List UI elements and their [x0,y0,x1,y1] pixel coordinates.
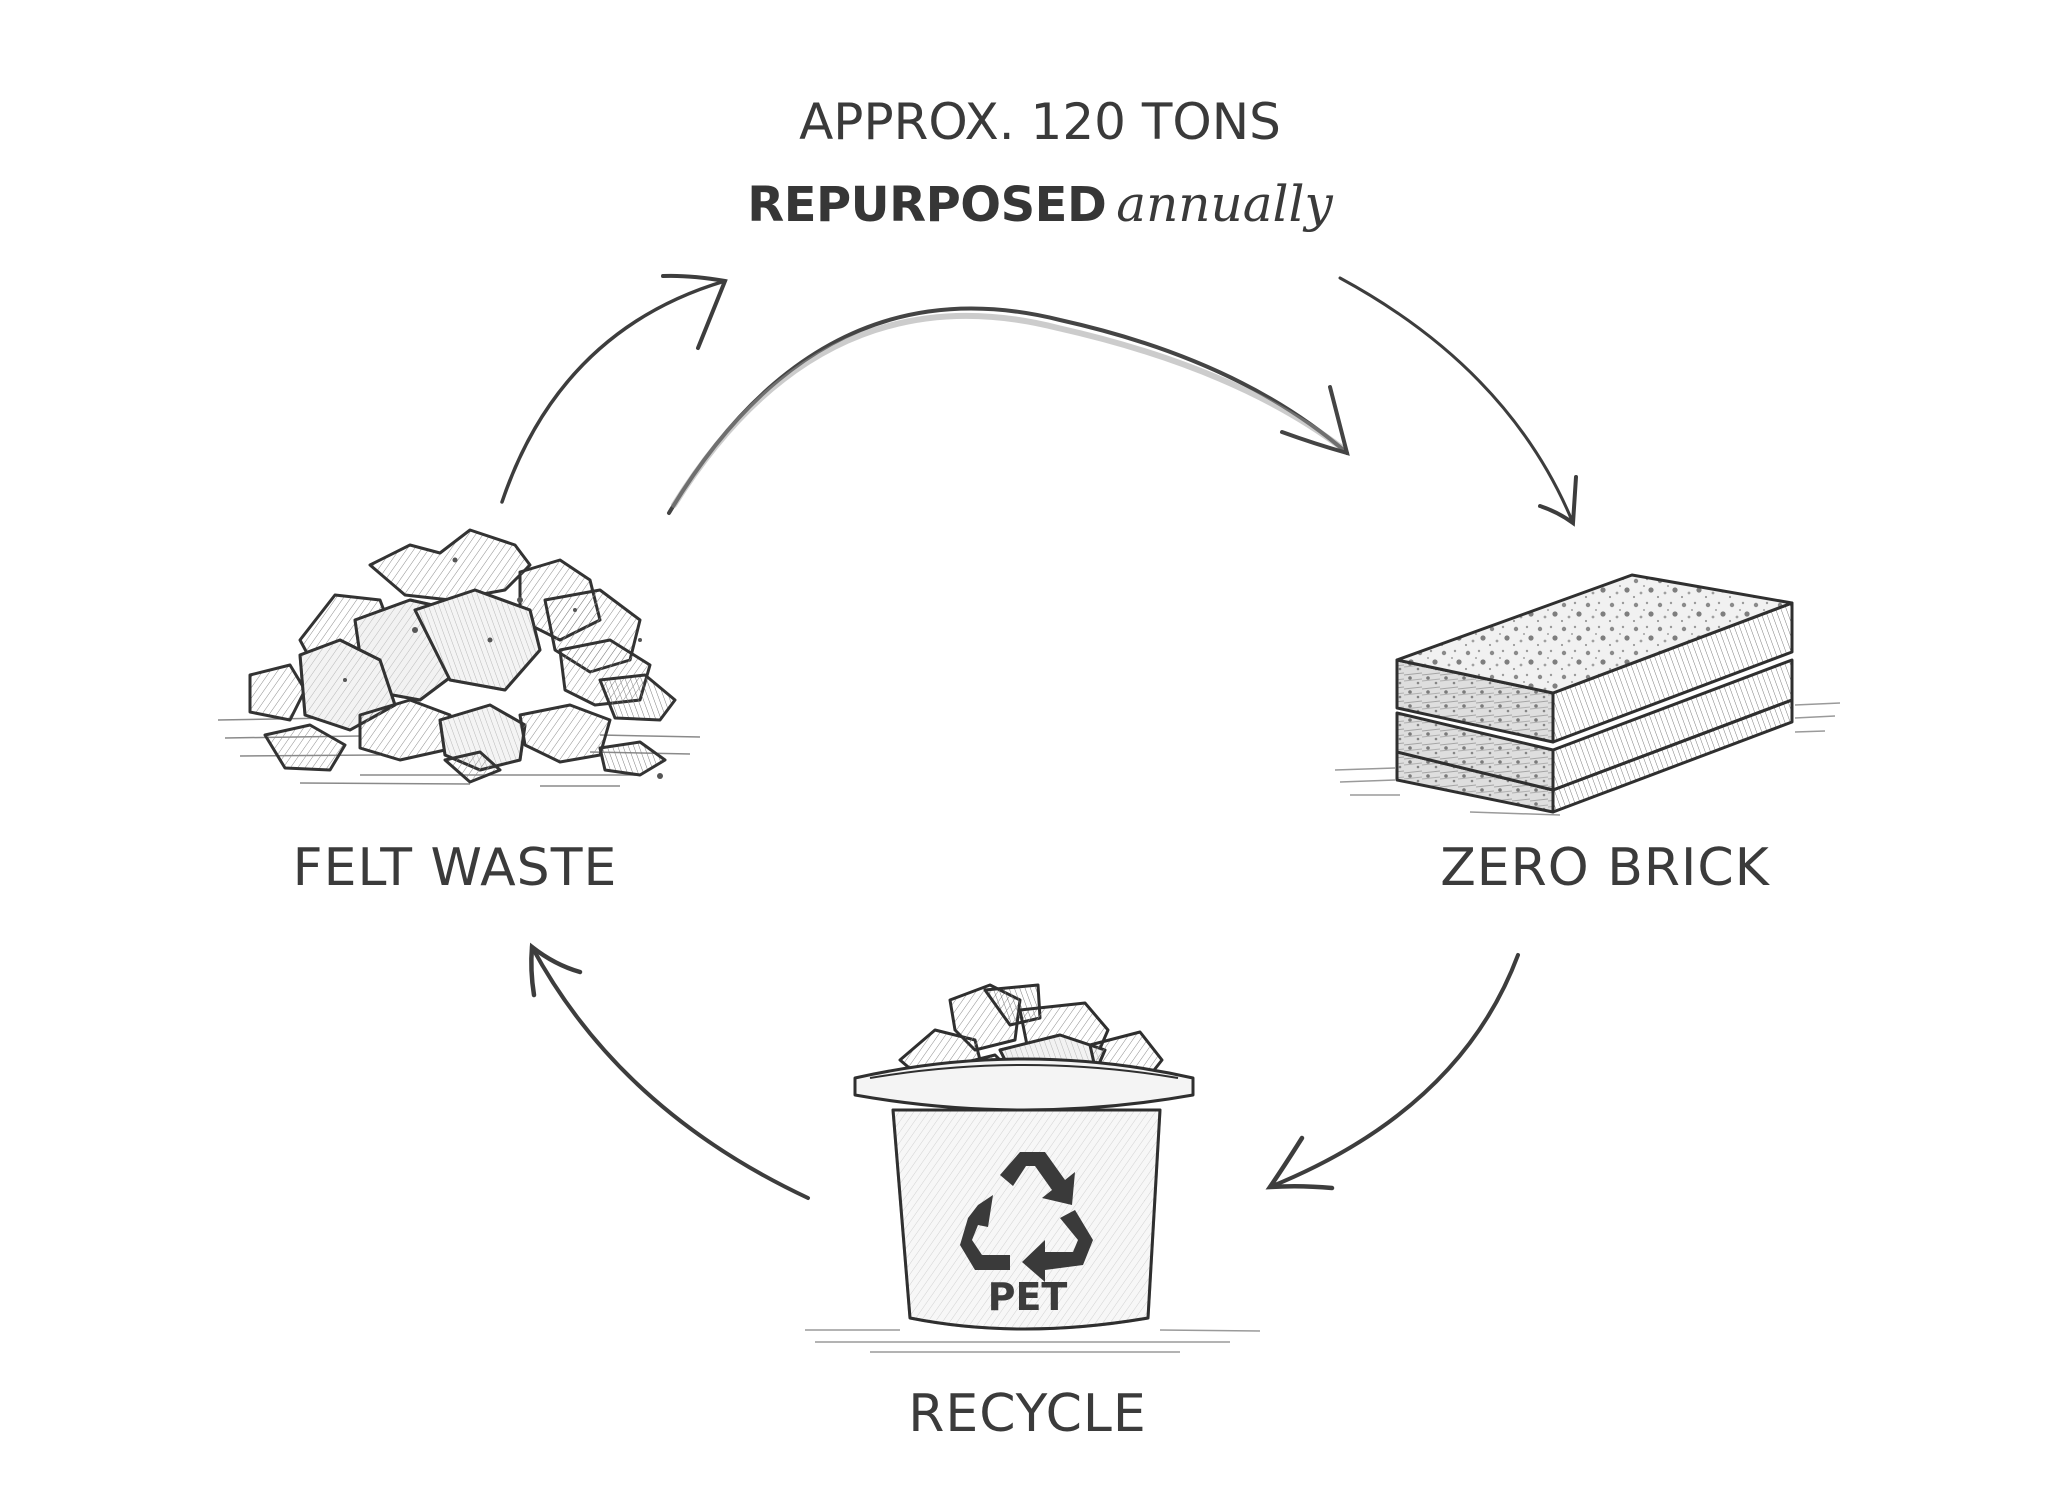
arrowhead-icon [661,273,728,350]
arrowhead-icon [1538,475,1578,527]
curved-arrow-icon [667,306,1349,515]
curved-arrow-icon [500,279,727,504]
stage-label-recycle: RECYCLE [908,1384,1147,1444]
stage-label-zero-brick: ZERO BRICK [1440,838,1770,898]
arrow-headline-to-brick [1338,276,1578,527]
headline-quantity: APPROX. 120 TONS [799,93,1281,151]
arrow-waste-to-brick [667,306,1350,515]
stacked-bricks-icon [1334,573,1841,816]
recycling-bin-icon [805,983,1261,1353]
arrowhead-icon [1280,385,1350,456]
bin-rim [853,1057,1195,1112]
curved-arrow-icon [530,945,810,1200]
headline-annually: annually [1116,175,1333,233]
recycle-symbol-icon [960,1152,1093,1282]
arrowhead-icon [529,942,583,998]
arrowhead-icon [1265,1135,1335,1191]
arrow-recycle-to-waste [529,942,810,1200]
arrow-waste-to-headline [500,273,728,504]
brick-top-face [1395,573,1794,695]
headline-repurposed: REPURPOSED [747,177,1107,233]
arrow-brick-to-recycle [1265,953,1520,1191]
stage-label-felt-waste: FELT WASTE [292,838,618,898]
curved-arrow-icon [1268,953,1520,1189]
bin-marking-pet: PET [987,1275,1068,1319]
rubble-pile-icon [217,528,701,787]
curved-arrow-icon [1338,276,1575,525]
